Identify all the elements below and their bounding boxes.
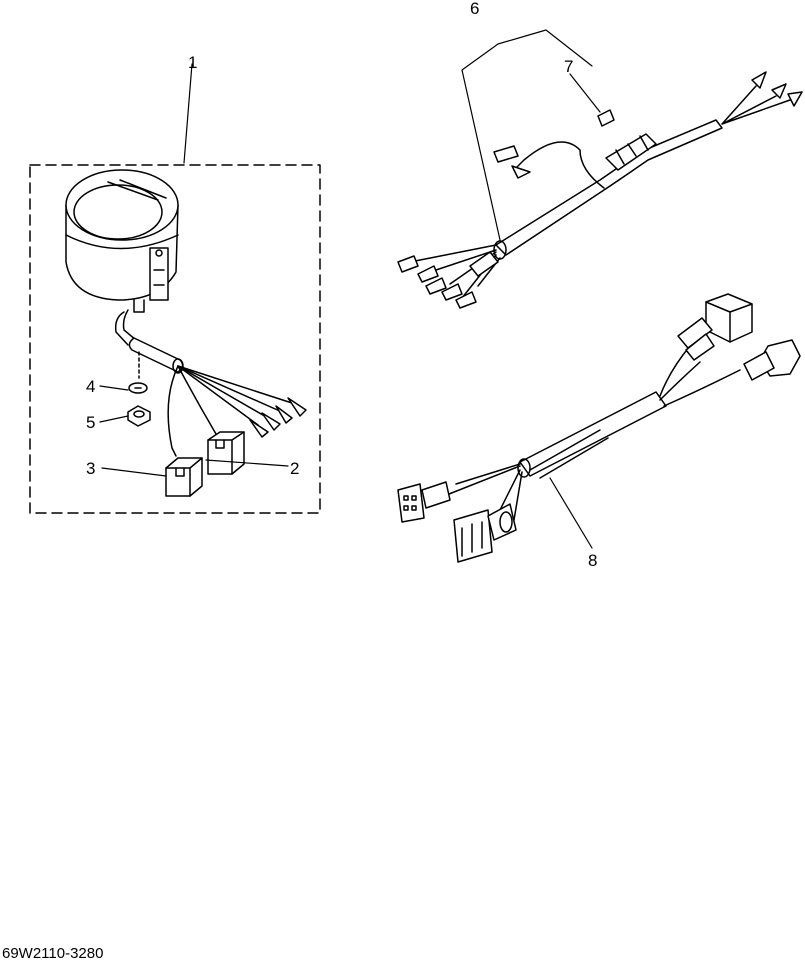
connector-3-icon (165, 457, 203, 497)
drawing-code: 69W2110-3280 (2, 945, 103, 961)
callout-1: 1 (188, 53, 197, 72)
assembly-dashed-box (29, 164, 321, 514)
leader-lines (99, 29, 601, 549)
callout-7: 7 (564, 57, 573, 76)
meter-assembly (29, 164, 321, 514)
connector-2-icon (207, 431, 245, 475)
wire-harness-8 (397, 293, 801, 563)
callout-5: 5 (86, 413, 95, 432)
connector-left-large-icon (453, 509, 493, 563)
nut-5-icon (127, 405, 151, 427)
wire-harness-6 (397, 71, 803, 309)
callout-6: 6 (470, 0, 479, 18)
meter-cable (114, 309, 137, 346)
callout-2: 2 (290, 459, 299, 478)
fuse-7-icon (597, 109, 615, 127)
connector-left-small-icon (397, 483, 425, 523)
gauge-icon (65, 169, 179, 313)
callout-8: 8 (588, 551, 597, 570)
callout-4: 4 (86, 377, 95, 396)
callout-numbers: 1 2 3 4 5 6 7 8 69W2110-3280 (2, 0, 597, 961)
meter-cable-sleeve (128, 337, 184, 373)
connector-upper-right-icon (705, 293, 753, 343)
washer-4-icon (128, 382, 148, 394)
meter-wire-leads (167, 365, 307, 457)
callout-3: 3 (86, 459, 95, 478)
